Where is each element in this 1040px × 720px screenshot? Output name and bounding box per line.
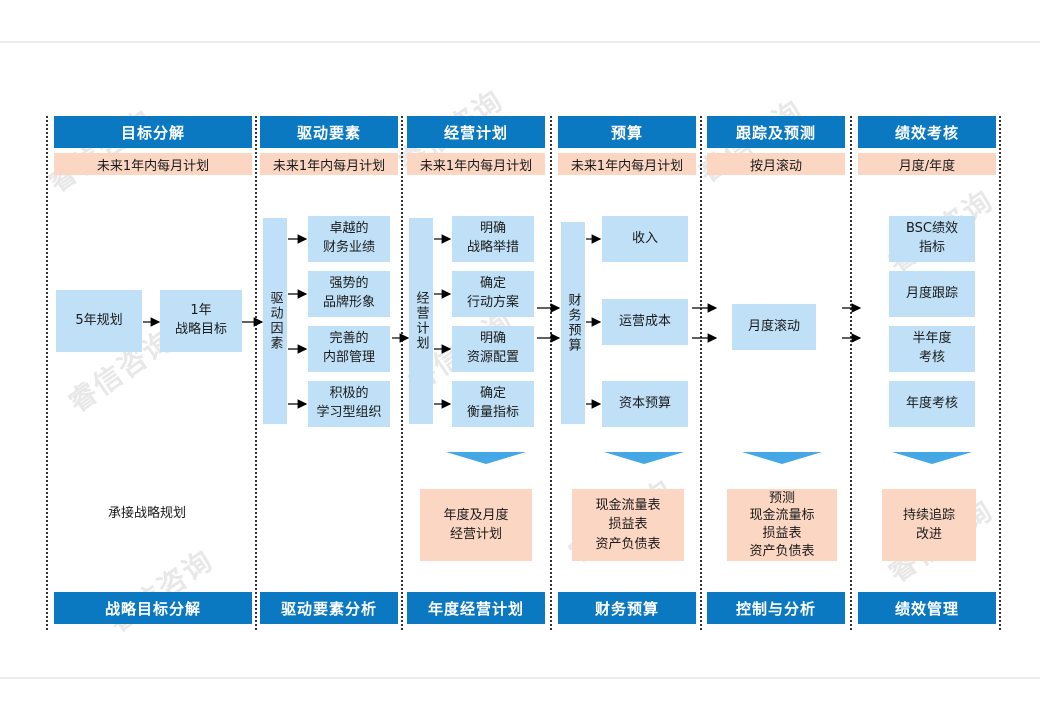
- column-separator: [255, 116, 257, 630]
- column-header-budget: 预算: [558, 116, 696, 148]
- budget-item-capex: 资本预算: [602, 381, 688, 427]
- column-subheader-performance: 月度/年度: [858, 153, 996, 175]
- performance-down-triangle: [892, 452, 972, 464]
- performance-item-annual: 年度考核: [889, 381, 975, 427]
- column-subheader-tracking: 按月滚动: [707, 153, 845, 175]
- one-year-goal-box: 1年 战略目标: [160, 290, 242, 352]
- business-down-triangle: [446, 452, 526, 464]
- performance-item-halfyear: 半年度 考核: [889, 326, 975, 372]
- five-year-plan-box: 5年规划: [56, 290, 142, 352]
- column-footer-drivers: 驱动要素分析: [260, 592, 398, 624]
- budget-item-revenue: 收入: [602, 216, 688, 262]
- budget-vertical-box: 财务预算: [561, 222, 585, 424]
- bottom-divider: [0, 677, 1040, 679]
- business-item-strategy: 明确 战略举措: [452, 216, 534, 262]
- driver-item-brand: 强势的 品牌形象: [308, 271, 390, 317]
- budget-down-triangle: [604, 452, 684, 464]
- performance-item-monthly: 月度跟踪: [889, 271, 975, 317]
- driver-item-financial: 卓越的 财务业绩: [308, 216, 390, 262]
- target-note: 承接战略规划: [108, 506, 187, 521]
- top-divider: [0, 41, 1040, 43]
- performance-output-box: 持续追踪 改进: [882, 489, 976, 561]
- tracking-output-box: 预测 现金流量标 损益表 资产负债表: [727, 489, 837, 561]
- performance-item-bsc: BSC绩效 指标: [889, 216, 975, 262]
- tracking-item-rolling: 月度滚动: [732, 304, 816, 350]
- column-footer-business: 年度经营计划: [407, 592, 545, 624]
- column-separator: [850, 116, 852, 630]
- column-separator: [401, 116, 403, 630]
- driver-item-management: 完善的 内部管理: [308, 326, 390, 372]
- business-item-metric: 确定 衡量指标: [452, 381, 534, 427]
- column-subheader-budget: 未来1年内每月计划: [558, 153, 696, 175]
- column-subheader-drivers: 未来1年内每月计划: [260, 153, 398, 175]
- column-footer-budget: 财务预算: [558, 592, 696, 624]
- column-footer-tracking: 控制与分析: [707, 592, 845, 624]
- column-separator: [700, 116, 702, 630]
- drivers-vertical-box: 驱动因素: [263, 218, 287, 424]
- budget-item-opex: 运营成本: [602, 299, 688, 345]
- column-header-target: 目标分解: [54, 116, 252, 148]
- business-vertical-box: 经营计划: [409, 218, 433, 424]
- driver-item-learning: 积极的 学习型组织: [308, 381, 390, 427]
- column-separator: [550, 116, 552, 630]
- business-item-action: 确定 行动方案: [452, 271, 534, 317]
- column-subheader-business: 未来1年内每月计划: [407, 153, 545, 175]
- column-header-business: 经营计划: [407, 116, 545, 148]
- column-subheader-target: 未来1年内每月计划: [54, 153, 252, 175]
- tracking-down-triangle: [742, 452, 822, 464]
- column-header-drivers: 驱动要素: [260, 116, 398, 148]
- column-separator: [46, 116, 48, 630]
- column-footer-performance: 绩效管理: [858, 592, 996, 624]
- business-item-resource: 明确 资源配置: [452, 326, 534, 372]
- business-output-box: 年度及月度 经营计划: [420, 489, 532, 561]
- budget-output-box: 现金流量表 损益表 资产负债表: [572, 489, 684, 561]
- column-footer-target: 战略目标分解: [54, 592, 252, 624]
- column-header-performance: 绩效考核: [858, 116, 996, 148]
- column-separator: [999, 116, 1001, 630]
- column-header-tracking: 跟踪及预测: [707, 116, 845, 148]
